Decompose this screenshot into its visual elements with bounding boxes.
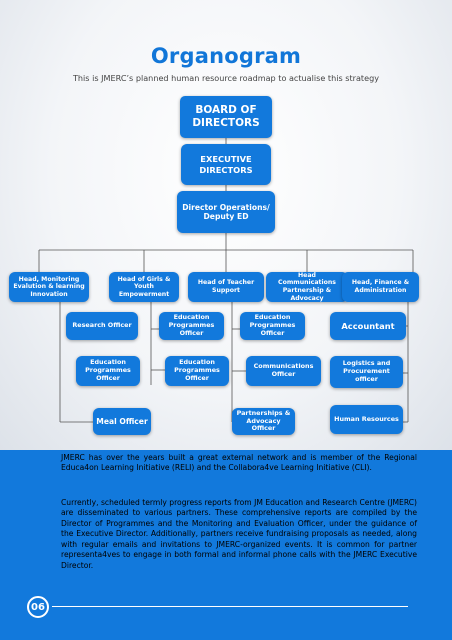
- director-operations-box: Director Operations/ Deputy ED: [177, 191, 275, 233]
- reports-paragraph: Currently, scheduled termly progress rep…: [61, 498, 418, 570]
- communications-officer-box: Communications Officer: [246, 356, 321, 386]
- text-section: [0, 450, 452, 640]
- board-of-directors-box: BOARD OF DIRECTORS: [180, 96, 272, 138]
- network-paragraph: JMERC has over the years built a great e…: [61, 453, 417, 473]
- education-programmes-officer-box: Education Programmes Officer: [165, 356, 229, 386]
- education-programmes-officer-box: Education Programmes Officer: [76, 356, 140, 386]
- education-programmes-officer-box: Education Programmes Officer: [240, 312, 305, 340]
- human-resources-box: Human Resources: [330, 405, 403, 434]
- footer-divider: [52, 606, 408, 607]
- education-programmes-officer-box: Education Programmes Officer: [159, 312, 224, 340]
- meal-officer-box: Meal Officer: [93, 408, 151, 435]
- page-subtitle: This is JMERC’s planned human resource r…: [72, 73, 380, 83]
- partnerships-advocacy-officer-box: Partnerships & Advocacy Officer: [232, 408, 295, 435]
- head-communications-box: Head Communications Partnership & Advoca…: [266, 272, 348, 302]
- head-finance-box: Head, Finance & Administration: [342, 272, 419, 302]
- head-girls-youth-box: Head of Girls & Youth Empowerment: [109, 272, 179, 302]
- head-teacher-support-box: Head of Teacher Support: [188, 272, 264, 302]
- accountant-box: Accountant: [330, 312, 406, 340]
- page-title: Organogram: [150, 44, 302, 68]
- executive-directors-box: EXECUTIVE DIRECTORS: [181, 144, 271, 185]
- connector-lines: [38, 138, 414, 423]
- research-officer-box: Research Officer: [66, 312, 138, 340]
- logistics-procurement-box: Logistics and Procurement officer: [330, 356, 403, 388]
- head-monitoring-box: Head, Monitoring Evalution & learning In…: [9, 272, 89, 302]
- page-number: 06: [27, 596, 49, 618]
